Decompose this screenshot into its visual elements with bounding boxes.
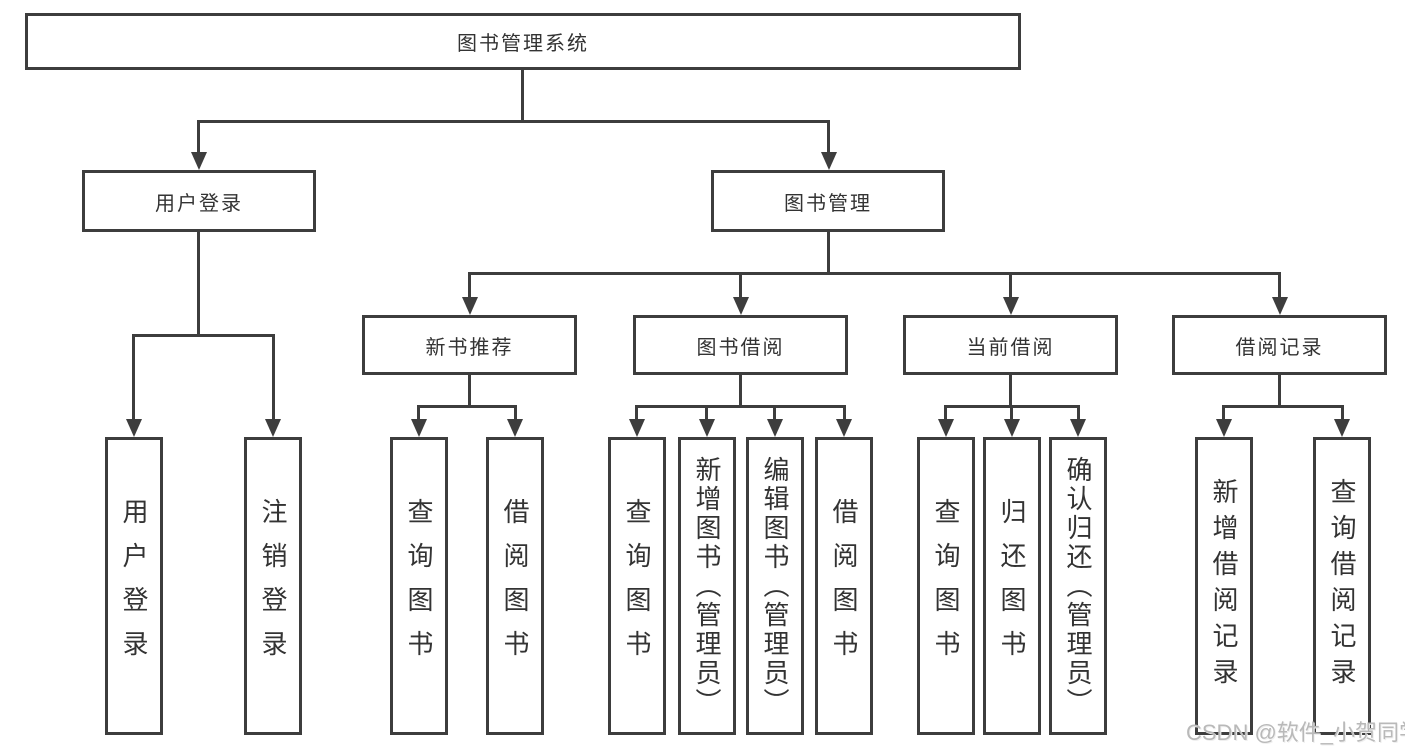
connector-stem (521, 69, 524, 120)
connector-drop (773, 405, 776, 419)
leaf-borrow-books-recommend: 借阅图书 (486, 437, 544, 735)
leaf-return-books: 归还图书 (983, 437, 1041, 735)
leaf-borrow-books-label: 借阅图书 (829, 498, 859, 674)
leaf-logout: 注销登录 (244, 437, 302, 735)
connector-rail (197, 120, 830, 123)
arrowhead-down (629, 419, 645, 437)
connector-stem (197, 232, 200, 334)
connector-stem (827, 232, 830, 272)
arrowhead-down (767, 419, 783, 437)
arrowhead-down (126, 419, 142, 437)
connector-rail (132, 334, 275, 337)
connector-drop (827, 120, 830, 153)
connector-rail (635, 405, 846, 408)
leaf-query-books-current: 查询图书 (917, 437, 975, 735)
leaf-user-login: 用户登录 (105, 437, 163, 735)
node-book-borrow-label: 图书借阅 (696, 336, 785, 359)
arrowhead-down (1334, 419, 1350, 437)
connector-rail (1222, 405, 1344, 408)
connector-drop (1278, 272, 1281, 297)
leaf-borrow-books-recommend-label: 借阅图书 (500, 498, 530, 674)
arrowhead-down (733, 297, 749, 315)
node-user-login-label: 用户登录 (155, 192, 243, 215)
leaf-borrow-books: 借阅图书 (815, 437, 873, 735)
arrowhead-down (1070, 419, 1086, 437)
node-user-login: 用户登录 (82, 170, 316, 232)
leaf-add-borrow-record-label: 新增借阅记录 (1209, 478, 1239, 694)
connector-stem (468, 375, 471, 405)
leaf-add-books-admin-label: 新增图书（管理员） (692, 455, 722, 717)
leaf-confirm-return-admin-label: 确认归还（管理员） (1063, 455, 1093, 717)
node-new-book-recommend-label: 新书推荐 (425, 336, 514, 359)
arrowhead-down (938, 419, 954, 437)
node-current-borrow: 当前借阅 (903, 315, 1118, 375)
arrowhead-down (836, 419, 852, 437)
leaf-user-login-label: 用户登录 (119, 498, 149, 674)
connector-drop (1341, 405, 1344, 419)
arrowhead-down (1004, 419, 1020, 437)
connector-drop (1010, 405, 1013, 419)
connector-drop (843, 405, 846, 419)
connector-stem (739, 375, 742, 405)
node-new-book-recommend: 新书推荐 (362, 315, 577, 375)
node-book-management-label: 图书管理 (784, 192, 872, 215)
node-current-borrow-label: 当前借阅 (966, 336, 1055, 359)
connector-stem (1009, 375, 1012, 405)
leaf-query-borrow-record-label: 查询借阅记录 (1327, 478, 1357, 694)
leaf-query-books-borrow: 查询图书 (608, 437, 666, 735)
leaf-query-borrow-record: 查询借阅记录 (1313, 437, 1371, 735)
arrowhead-down (1216, 419, 1232, 437)
connector-drop (1077, 405, 1080, 419)
leaf-query-books-recommend: 查询图书 (390, 437, 448, 735)
csdn-watermark: CSDN @软件_小贺同学 (1186, 720, 1405, 745)
node-book-borrow: 图书借阅 (633, 315, 848, 375)
leaf-query-books-borrow-label: 查询图书 (622, 498, 652, 674)
arrowhead-down (191, 152, 207, 170)
connector-drop (635, 405, 638, 419)
connector-drop (514, 405, 517, 419)
node-book-management: 图书管理 (711, 170, 945, 232)
arrowhead-down (699, 419, 715, 437)
connector-drop (272, 334, 275, 419)
connector-drop (132, 334, 135, 419)
connector-drop (468, 272, 471, 297)
arrowhead-down (821, 152, 837, 170)
leaf-logout-label: 注销登录 (258, 498, 288, 674)
leaf-add-borrow-record: 新增借阅记录 (1195, 437, 1253, 735)
leaf-edit-books-admin-label: 编辑图书（管理员） (760, 455, 790, 717)
leaf-confirm-return-admin: 确认归还（管理员） (1049, 437, 1107, 735)
leaf-add-books-admin: 新增图书（管理员） (678, 437, 736, 735)
connector-drop (944, 405, 947, 419)
arrowhead-down (265, 419, 281, 437)
node-borrow-records-label: 借阅记录 (1235, 336, 1324, 359)
connector-drop (417, 405, 420, 419)
leaf-query-books-recommend-label: 查询图书 (404, 498, 434, 674)
arrowhead-down (1272, 297, 1288, 315)
connector-stem (1278, 375, 1281, 405)
node-root-label: 图书管理系统 (457, 33, 589, 55)
connector-drop (739, 272, 742, 297)
arrowhead-down (1003, 297, 1019, 315)
leaf-query-books-current-label: 查询图书 (931, 498, 961, 674)
connector-drop (1009, 272, 1012, 297)
connector-drop (705, 405, 708, 419)
leaf-edit-books-admin: 编辑图书（管理员） (746, 437, 804, 735)
arrowhead-down (411, 419, 427, 437)
connector-drop (1222, 405, 1225, 419)
node-borrow-records: 借阅记录 (1172, 315, 1387, 375)
connector-drop (197, 120, 200, 153)
arrowhead-down (462, 297, 478, 315)
arrowhead-down (507, 419, 523, 437)
connector-rail (417, 405, 517, 408)
leaf-return-books-label: 归还图书 (997, 498, 1027, 674)
node-root: 图书管理系统 (25, 13, 1021, 70)
connector-rail (468, 272, 1281, 275)
